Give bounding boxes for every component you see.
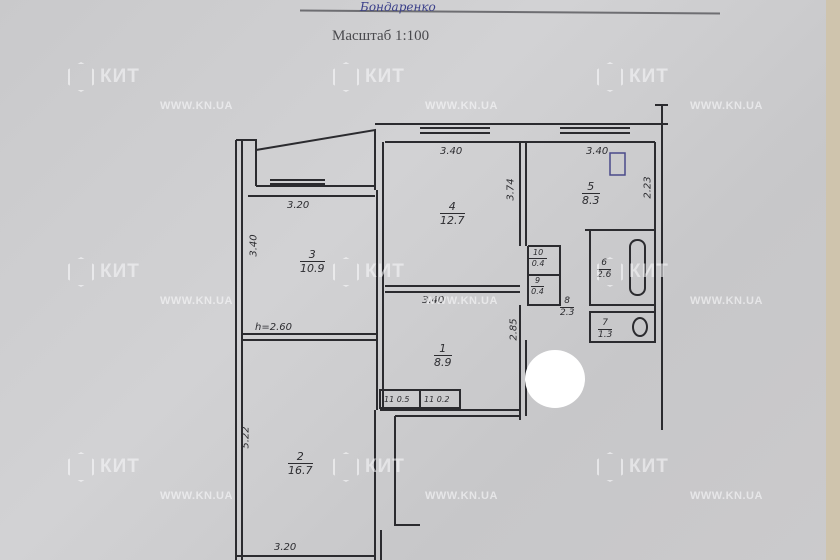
dim-room5-width: 3.40 xyxy=(586,146,609,157)
watermark-url: WWW.KN.UA xyxy=(690,490,763,502)
kit-logo-icon xyxy=(597,257,623,287)
dim-room3-height: 3.40 xyxy=(248,234,260,257)
watermark-url: WWW.KN.UA xyxy=(160,100,233,112)
kit-logo-icon xyxy=(333,452,359,482)
dim-room5-height: 2.23 xyxy=(642,176,654,199)
watermark-logo: КИТ xyxy=(597,452,669,482)
watermark-logo: КИТ xyxy=(68,62,140,92)
watermark-url: WWW.KN.UA xyxy=(425,490,498,502)
watermark-logo: КИТ xyxy=(68,257,140,287)
watermark-logo: КИТ xyxy=(333,257,405,287)
closet-11-label: 11 0.5 xyxy=(384,395,410,404)
kit-logo-icon xyxy=(68,452,94,482)
redaction-blob xyxy=(525,350,585,408)
watermark-logo: КИТ xyxy=(597,257,669,287)
closet-12-label: 11 0.2 xyxy=(424,395,450,404)
watermark-logo: КИТ xyxy=(68,452,140,482)
dim-room1-height: 2.85 xyxy=(508,318,520,341)
scale-label: Масштаб 1:100 xyxy=(332,28,430,44)
watermark-logo: КИТ xyxy=(333,452,405,482)
watermark-url: WWW.KN.UA xyxy=(690,295,763,307)
dim-room1-width: 3.40 xyxy=(422,295,445,306)
dim-room4-height: 3.74 xyxy=(505,178,517,201)
kit-logo-icon xyxy=(333,62,359,92)
watermark-url: WWW.KN.UA xyxy=(160,490,233,502)
handwritten-name: Бондаренко xyxy=(360,0,436,14)
watermark-url: WWW.KN.UA xyxy=(425,100,498,112)
kit-logo-icon xyxy=(68,257,94,287)
dim-room4-width: 3.40 xyxy=(440,146,463,157)
watermark-url: WWW.KN.UA xyxy=(425,295,498,307)
kit-logo-icon xyxy=(597,62,623,92)
watermark-url: WWW.KN.UA xyxy=(160,295,233,307)
watermark-url: WWW.KN.UA xyxy=(690,100,763,112)
kit-logo-icon xyxy=(597,452,623,482)
kit-logo-icon xyxy=(333,257,359,287)
paper-edge xyxy=(826,0,840,560)
watermark-logo: КИТ xyxy=(333,62,405,92)
dim-room2-height: 5.22 xyxy=(240,426,252,449)
ceiling-height: h=2.60 xyxy=(255,322,292,333)
dim-room2-width: 3.20 xyxy=(274,542,297,553)
kit-logo-icon xyxy=(68,62,94,92)
dim-room3-width: 3.20 xyxy=(287,200,310,211)
watermark-logo: КИТ xyxy=(597,62,669,92)
